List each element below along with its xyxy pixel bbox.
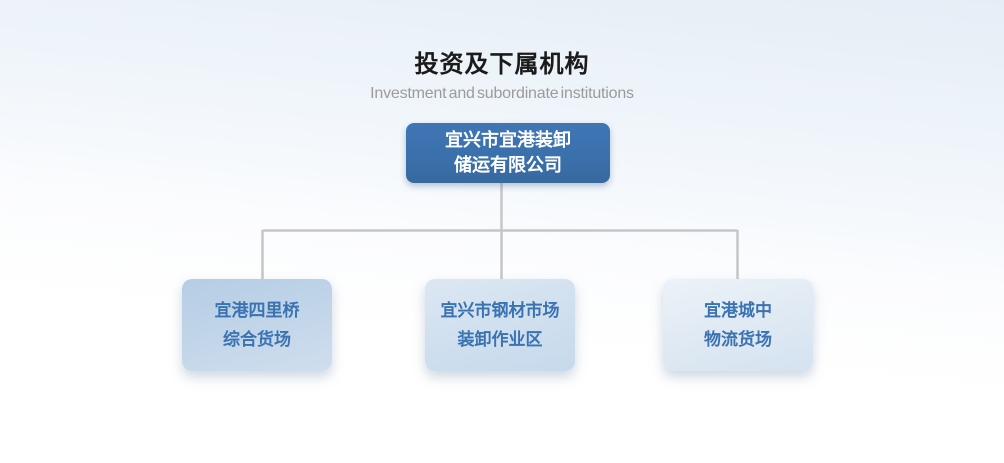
- org-node-child-3: 宜港城中 物流货场: [663, 279, 813, 371]
- org-node-child-2: 宜兴市钢材市场 装卸作业区: [425, 279, 575, 371]
- header: 投资及下属机构 Investment and subordinate insti…: [0, 44, 1004, 103]
- org-node-child-2-label-line1: 宜兴市钢材市场: [440, 301, 560, 320]
- page-title: 投资及下属机构: [414, 51, 590, 78]
- page-subtitle: Investment and subordinate institutions: [370, 85, 634, 102]
- org-node-root-label-line2: 储运有限公司: [454, 155, 562, 175]
- org-node-child-1-label-line1: 宜港四里桥: [214, 301, 300, 320]
- org-node-root: 宜兴市宜港装卸 储运有限公司: [406, 123, 610, 183]
- org-node-child-3-label-line2: 物流货场: [704, 330, 772, 349]
- org-node-root-label-line1: 宜兴市宜港装卸: [445, 130, 571, 150]
- org-node-child-1-label-line2: 综合货场: [223, 330, 291, 349]
- org-node-child-3-label-line1: 宜港城中: [704, 301, 772, 320]
- org-node-child-2-label-line2: 装卸作业区: [457, 330, 543, 349]
- org-node-child-1: 宜港四里桥 综合货场: [182, 279, 332, 371]
